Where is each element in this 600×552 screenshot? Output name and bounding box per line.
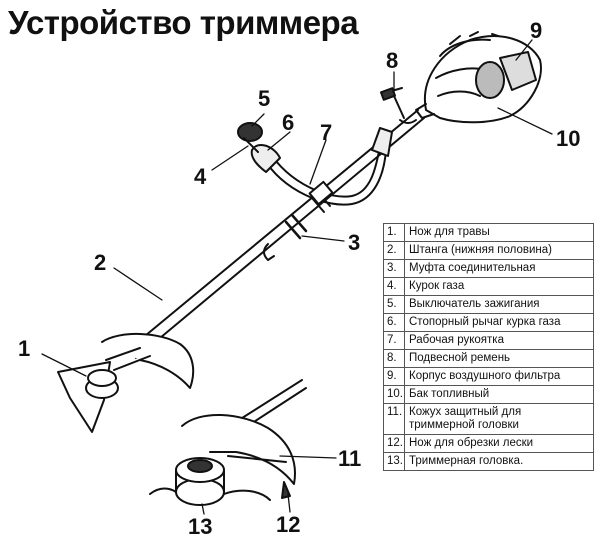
- legend-row: 11.Кожух защитный для триммерной головки: [383, 403, 594, 435]
- callout-9: 9: [530, 18, 542, 43]
- legend-text: Стопорный рычаг курка газа: [404, 313, 594, 332]
- callout-3: 3: [348, 230, 360, 255]
- callout-11: 11: [338, 446, 361, 471]
- legend-number: 2.: [383, 241, 405, 260]
- legend-number: 1.: [383, 223, 405, 242]
- legend-text: Корпус воздушного фильтра: [404, 367, 594, 386]
- legend-row: 9.Корпус воздушного фильтра: [383, 367, 594, 386]
- legend-text: Выключатель зажигания: [404, 295, 594, 314]
- callout-10: 10: [556, 126, 580, 151]
- legend-text: Нож для травы: [404, 223, 594, 242]
- callout-1: 1: [18, 336, 30, 361]
- legend-number: 8.: [383, 349, 405, 368]
- callout-5: 5: [258, 86, 270, 111]
- blade-guard: [101, 333, 195, 389]
- legend-text: Кожух защитный для триммерной головки: [404, 403, 594, 435]
- coupling: [284, 213, 308, 240]
- right-grip: [371, 127, 393, 157]
- legend-number: 5.: [383, 295, 405, 314]
- air-filter-cover: [499, 51, 537, 91]
- legend-text: Муфта соединительная: [404, 259, 594, 278]
- legend-row: 2.Штанга (нижняя половина): [383, 241, 594, 260]
- diagram-title: Устройство триммера: [8, 4, 359, 41]
- callout-8: 8: [386, 48, 398, 73]
- callout-2: 2: [94, 250, 106, 275]
- legend-number: 12.: [383, 434, 405, 453]
- legend-number: 13.: [383, 452, 405, 471]
- legend-row: 4.Курок газа: [383, 277, 594, 296]
- shaft: [127, 109, 425, 359]
- legend-row: 1.Нож для травы: [383, 223, 594, 242]
- legend-number: 10.: [383, 385, 405, 404]
- legend-text: Триммерная головка.: [404, 452, 594, 471]
- legend-text: Бак топливный: [404, 385, 594, 404]
- legend-row: 8.Подвесной ремень: [383, 349, 594, 368]
- callout-4: 4: [194, 164, 207, 189]
- coupling-clip: [263, 243, 275, 261]
- legend-row: 5.Выключатель зажигания: [383, 295, 594, 314]
- legend-text: Рабочая рукоятка: [404, 331, 594, 350]
- legend-row: 6.Стопорный рычаг курка газа: [383, 313, 594, 332]
- legend-text: Нож для обрезки лески: [404, 434, 594, 453]
- legend-text: Курок газа: [404, 277, 594, 296]
- legend-number: 9.: [383, 367, 405, 386]
- legend-row: 10.Бак топливный: [383, 385, 594, 404]
- legend-number: 11.: [383, 403, 405, 435]
- legend-text: Подвесной ремень: [404, 349, 594, 368]
- handlebar: [267, 144, 381, 198]
- legend-row: 3.Муфта соединительная: [383, 259, 594, 278]
- legend-row: 12.Нож для обрезки лески: [383, 434, 594, 453]
- legend-number: 3.: [383, 259, 405, 278]
- callout-12: 12: [276, 512, 300, 537]
- legend-number: 6.: [383, 313, 405, 332]
- callout-7: 7: [320, 120, 332, 145]
- callout-6: 6: [282, 110, 294, 135]
- legend-row: 7.Рабочая рукоятка: [383, 331, 594, 350]
- callout-13: 13: [188, 514, 212, 539]
- legend-number: 7.: [383, 331, 405, 350]
- legend-number: 4.: [383, 277, 405, 296]
- legend-row: 13.Триммерная головка.: [383, 452, 594, 471]
- left-grip-cap: [237, 122, 263, 142]
- legend-text: Штанга (нижняя половина): [404, 241, 594, 260]
